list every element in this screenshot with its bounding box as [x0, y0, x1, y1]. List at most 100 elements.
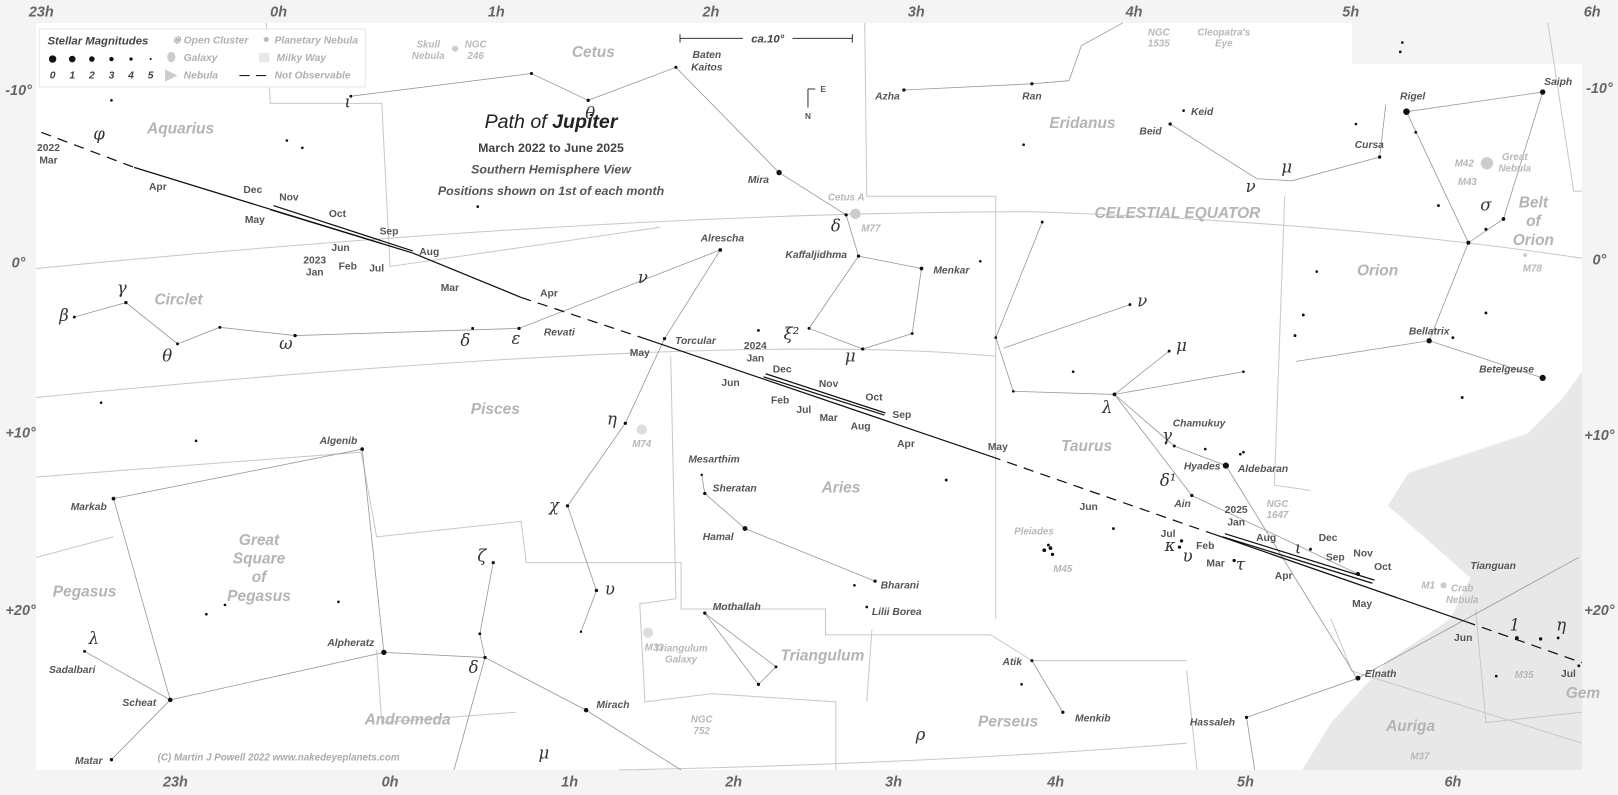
greek-letter: δ: [460, 331, 470, 350]
copyright: (C) Martin J Powell 2022 www.nakedeyepla…: [158, 753, 400, 764]
star-dot: [167, 697, 173, 703]
star-dot: [1426, 338, 1432, 344]
positions-note: Positions shown on 1st of each month: [438, 184, 665, 198]
deep-sky-label: M35: [1515, 670, 1535, 681]
star-dot: [529, 71, 533, 76]
month-label: Mar: [39, 155, 57, 166]
constellation-name: Pisces: [471, 401, 520, 418]
star-dot: [176, 342, 179, 346]
star-dot: [1301, 313, 1305, 317]
month-label: Jun: [721, 378, 739, 389]
star-dot: [703, 491, 707, 496]
star-dot: [1030, 659, 1034, 663]
star-dot: [861, 347, 865, 351]
greek-letter: ν: [1137, 292, 1147, 311]
star-name: Menkib: [1075, 714, 1110, 725]
constellation-name: Orion: [1513, 232, 1554, 249]
star-dot: [1244, 715, 1249, 720]
star-dot: [944, 478, 948, 482]
star-dot: [491, 560, 495, 565]
star-dot: [1539, 374, 1546, 381]
deep-sky-label: Great: [1502, 152, 1528, 163]
constellation-name: Taurus: [1061, 438, 1112, 455]
path-not-observable-2023: [520, 296, 646, 340]
ra-label-bottom: 0h: [382, 775, 399, 791]
month-label: Sep: [380, 226, 399, 237]
legend-planetary-nebula: Planetary Nebula: [274, 36, 358, 47]
constellation-name: of: [1526, 213, 1542, 230]
month-label: Jun: [331, 243, 349, 254]
star-dot: [919, 266, 924, 271]
star-name: Azha: [874, 91, 900, 102]
star-name: Alrescha: [700, 234, 745, 245]
star-name: Bharani: [881, 580, 920, 591]
star-name: Alpheratz: [326, 638, 375, 649]
star-dot: [565, 504, 570, 508]
month-label: Jan: [746, 353, 764, 364]
month-label: May: [988, 442, 1008, 453]
magnitude-dot: [48, 55, 57, 63]
star-dot: [360, 447, 365, 451]
nebula-icon: [165, 69, 178, 82]
star-name: Ran: [1022, 91, 1041, 102]
constellation-name: Aquarius: [146, 120, 214, 137]
star-dot: [1398, 50, 1402, 54]
greek-letter: ξ²: [784, 325, 800, 344]
constellation-name: Pegasus: [53, 584, 117, 601]
month-label: May: [1352, 599, 1372, 610]
star-dot: [99, 401, 103, 405]
star-dot: [856, 254, 861, 258]
star-dot: [471, 326, 475, 330]
chart-notch: [1351, 22, 1582, 65]
star-name: Betelgeuse: [1479, 365, 1534, 376]
milky-way-region: [1302, 371, 1582, 771]
path-not-observable-2024: [990, 455, 1213, 535]
constellation-name: Great: [239, 532, 280, 549]
ra-label-bottom: 6h: [1444, 775, 1461, 791]
month-label: Oct: [865, 393, 883, 404]
greek-letter: θ: [162, 346, 172, 365]
star-dot: [483, 655, 487, 660]
month-label: May: [245, 215, 265, 226]
greek-letter: υ: [605, 580, 615, 599]
title-prefix: Path of: [485, 111, 553, 133]
month-label: Aug: [419, 247, 439, 258]
deep-sky-group: SkullNebulaNGC246NGC1535Cleopatra'sEyeCe…: [412, 27, 1543, 762]
star-dot: [1355, 675, 1361, 681]
star-dot: [873, 579, 877, 583]
deep-sky-object-icon: [850, 208, 861, 219]
star-dot: [1048, 546, 1053, 551]
star-dot: [1400, 41, 1404, 44]
star-dot: [285, 139, 289, 142]
star-dot: [1238, 452, 1242, 456]
star-name: Cursa: [1355, 140, 1384, 151]
ra-label-top: 5h: [1342, 5, 1359, 21]
star-dot: [218, 325, 222, 329]
star-dot: [776, 169, 782, 176]
magnitude-dot: [109, 56, 114, 62]
deep-sky-label: M33: [645, 642, 665, 653]
dec-right-group: -10°0°+10°+20°: [1584, 81, 1614, 619]
star-dot: [301, 146, 304, 150]
greek-letter: υ: [1183, 547, 1193, 566]
chart-area: [36, 22, 1582, 771]
ra-label-top: 23h: [28, 5, 54, 21]
deep-sky-label: NGC: [691, 715, 714, 726]
star-dot: [1484, 311, 1488, 315]
constellation-name: Square: [233, 551, 286, 568]
month-label: 2023: [303, 255, 326, 266]
greek-letter: μ: [1281, 158, 1292, 177]
star-dot: [623, 421, 627, 425]
month-label: May: [630, 348, 650, 359]
star-dot: [478, 632, 482, 636]
deep-sky-label: 246: [467, 51, 485, 62]
constellation-name: Aries: [821, 479, 861, 496]
star-dot: [718, 248, 723, 252]
constellation-name: Auriga: [1385, 718, 1435, 735]
month-label: Dec: [773, 365, 792, 376]
magnitude-label: 0: [50, 71, 56, 82]
star-dot: [742, 526, 748, 532]
